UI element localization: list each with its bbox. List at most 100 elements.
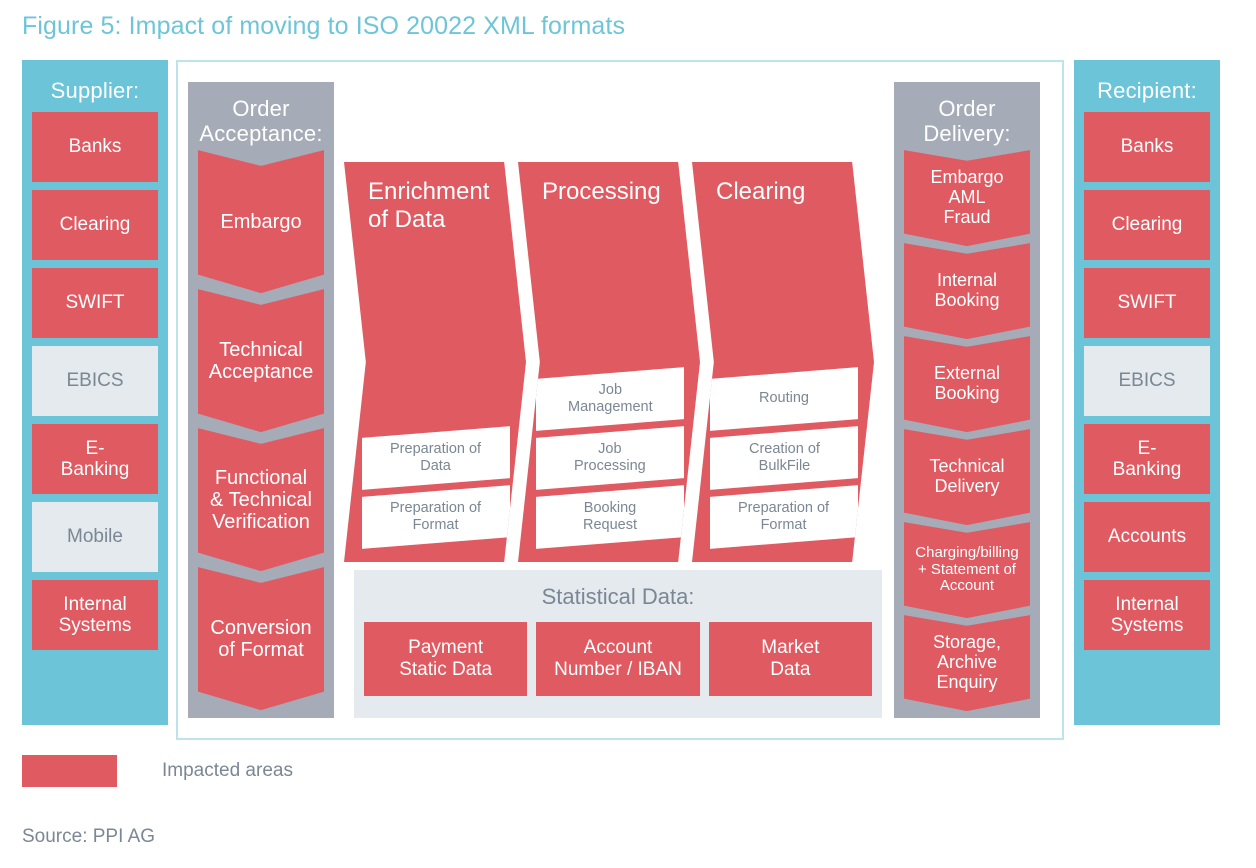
supplier-item[interactable]: Clearing <box>32 190 158 260</box>
supplier-item[interactable]: Banks <box>32 112 158 182</box>
order-acceptance-step-label: Embargo <box>220 210 302 233</box>
process-sub-item-label: Routing <box>759 390 809 407</box>
recipient-item-label: SWIFT <box>1117 292 1177 314</box>
supplier-item-label: Mobile <box>67 526 123 548</box>
process-arrow-title: Processing <box>542 178 661 205</box>
order-acceptance-step[interactable]: Embargo <box>198 150 324 294</box>
recipient-item[interactable]: Accounts <box>1084 502 1210 572</box>
supplier-item-label: EBICS <box>66 370 124 392</box>
source-note: Source: PPI AG <box>22 826 156 847</box>
statistical-data-title: Statistical Data: <box>541 584 695 609</box>
recipient-item[interactable]: E-Banking <box>1084 424 1210 494</box>
legend: Impacted areas <box>22 755 293 787</box>
page-title: Figure 5: Impact of moving to ISO 20022 … <box>22 12 626 40</box>
legend-label-impacted: Impacted areas <box>162 760 293 781</box>
recipient-item-label: Accounts <box>1107 526 1187 548</box>
recipient-item[interactable]: Clearing <box>1084 190 1210 260</box>
supplier-item-label: E-Banking <box>60 437 130 480</box>
supplier-item[interactable]: SWIFT <box>32 268 158 338</box>
legend-swatch-impacted <box>22 755 117 787</box>
recipient-title: Recipient: <box>1097 78 1197 103</box>
recipient-item[interactable]: Banks <box>1084 112 1210 182</box>
recipient-item-label: E-Banking <box>1112 437 1182 480</box>
recipient-item-label: Clearing <box>1111 214 1183 236</box>
recipient-item[interactable]: EBICS <box>1084 346 1210 416</box>
supplier-title: Supplier: <box>50 78 140 103</box>
supplier-item[interactable]: Mobile <box>32 502 158 572</box>
supplier-item[interactable]: EBICS <box>32 346 158 416</box>
supplier-item[interactable]: E-Banking <box>32 424 158 494</box>
recipient-item-label: EBICS <box>1118 370 1176 392</box>
supplier-item-label: Clearing <box>59 214 131 236</box>
process-sub-item[interactable]: Routing <box>710 367 858 431</box>
recipient-item-label: Banks <box>1120 136 1174 158</box>
recipient-item[interactable]: SWIFT <box>1084 268 1210 338</box>
supplier-item-label: SWIFT <box>65 292 125 314</box>
